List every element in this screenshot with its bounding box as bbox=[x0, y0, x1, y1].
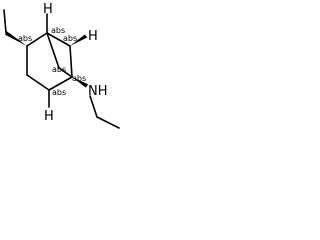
bond-c7-c4 bbox=[58, 67, 73, 78]
wedge-c3-h-right bbox=[70, 34, 88, 46]
stereo-labels: abs abs abs abs abs abs bbox=[18, 26, 86, 97]
bond-c6-c5 bbox=[26, 74, 50, 91]
bond-ethyl-ch3 bbox=[3, 9, 7, 34]
wedge-bonds bbox=[5, 31, 89, 88]
atom-labels: H H NH H bbox=[43, 2, 108, 124]
bond-c4-c5 bbox=[48, 76, 73, 91]
wedge-c1-ethyl bbox=[5, 31, 27, 46]
atom-h-right: H bbox=[88, 29, 98, 44]
bond-c2-c7 bbox=[46, 32, 60, 69]
bond-c3-c4 bbox=[69, 45, 73, 78]
atom-h-top: H bbox=[43, 2, 53, 17]
stereo-label-c-top: abs bbox=[51, 26, 65, 35]
wedge-c4-nh bbox=[72, 77, 89, 88]
molecule-structure: H H NH H abs abs abs abs abs abs bbox=[3, 2, 120, 129]
atom-nh: NH bbox=[88, 84, 108, 99]
bond-c1-c2 bbox=[26, 32, 48, 47]
stereo-label-c-mid: abs bbox=[52, 65, 66, 74]
bond-ethyl-ch3-right bbox=[96, 116, 120, 129]
stereo-label-c-bottom: abs bbox=[52, 88, 66, 97]
stereo-label-c-left: abs bbox=[18, 34, 32, 43]
bond-n-ethyl-ch2 bbox=[89, 95, 98, 118]
stereo-label-c-top-right: abs bbox=[63, 34, 77, 43]
bond-lines bbox=[3, 9, 120, 129]
bond-c2-c3 bbox=[46, 32, 71, 47]
stereo-label-c-right: abs bbox=[72, 74, 86, 83]
atom-h-bottom: H bbox=[44, 109, 54, 124]
